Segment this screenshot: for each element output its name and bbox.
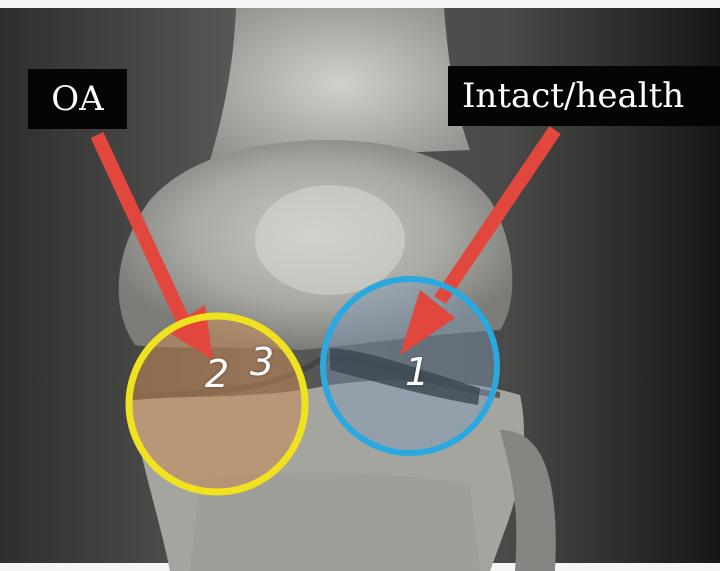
marker-1: 1	[405, 352, 429, 392]
marker-2: 2	[205, 354, 229, 394]
intercondylar-shadow	[255, 185, 405, 295]
white-border-top	[0, 0, 720, 8]
oa-region-tint	[132, 319, 302, 489]
oa-label: OA	[28, 69, 127, 129]
marker-3: 3	[250, 342, 274, 382]
intact-health-label: Intact/health	[448, 66, 720, 126]
femur-shaft	[210, 8, 470, 160]
